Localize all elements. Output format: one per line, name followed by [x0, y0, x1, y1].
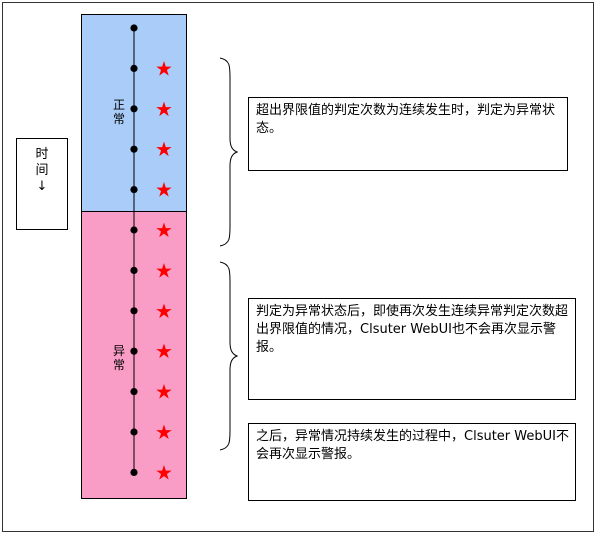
down-arrow-icon: ↓	[36, 179, 48, 194]
event-dot	[130, 145, 138, 153]
alert-star-icon: ★	[155, 299, 173, 323]
normal-zone-label: 正常	[112, 98, 125, 126]
event-dot	[130, 226, 138, 234]
alert-star-icon: ★	[155, 137, 173, 161]
event-dot	[130, 307, 138, 315]
alert-star-icon: ★	[155, 380, 173, 404]
event-dot	[130, 347, 138, 355]
event-dot	[130, 468, 138, 476]
event-dot	[130, 388, 138, 396]
alert-star-icon: ★	[155, 178, 173, 202]
event-dot	[130, 186, 138, 194]
time-label: 时间	[35, 147, 49, 178]
event-dot	[130, 64, 138, 72]
event-dot	[130, 24, 138, 32]
alert-star-icon: ★	[155, 258, 173, 282]
time-legend-box: 时间 ↓	[16, 138, 68, 230]
event-dot	[130, 266, 138, 274]
alert-star-icon: ★	[155, 420, 173, 444]
alert-star-icon: ★	[155, 339, 173, 363]
abnormal-zone-label: 异常	[112, 344, 125, 372]
time-legend-text: 时间 ↓	[17, 147, 67, 195]
alert-star-icon: ★	[155, 218, 173, 242]
event-dots	[130, 24, 138, 476]
note-no-repeat-alert: 判定为异常状态后，即使再次发生连续异常判定次数超出界限值的情况，Clsuter …	[248, 298, 576, 400]
note-continued-abnormal: 之后，异常情况持续发生的过程中，Clsuter WebUI不会再次显示警报。	[248, 423, 576, 501]
normal-brace	[219, 57, 239, 247]
abnormal-brace	[219, 261, 239, 451]
alert-star-icon: ★	[155, 460, 173, 484]
event-stars: ★ ★ ★ ★ ★ ★ ★ ★ ★ ★ ★	[155, 56, 173, 484]
event-dot	[130, 428, 138, 436]
diagram-frame	[2, 2, 594, 532]
alert-star-icon: ★	[155, 97, 173, 121]
alert-star-icon: ★	[155, 56, 173, 80]
note-abnormal-judgement: 超出界限值的判定次数为连续发生时，判定为异常状态。	[248, 97, 568, 171]
event-dot	[130, 105, 138, 113]
